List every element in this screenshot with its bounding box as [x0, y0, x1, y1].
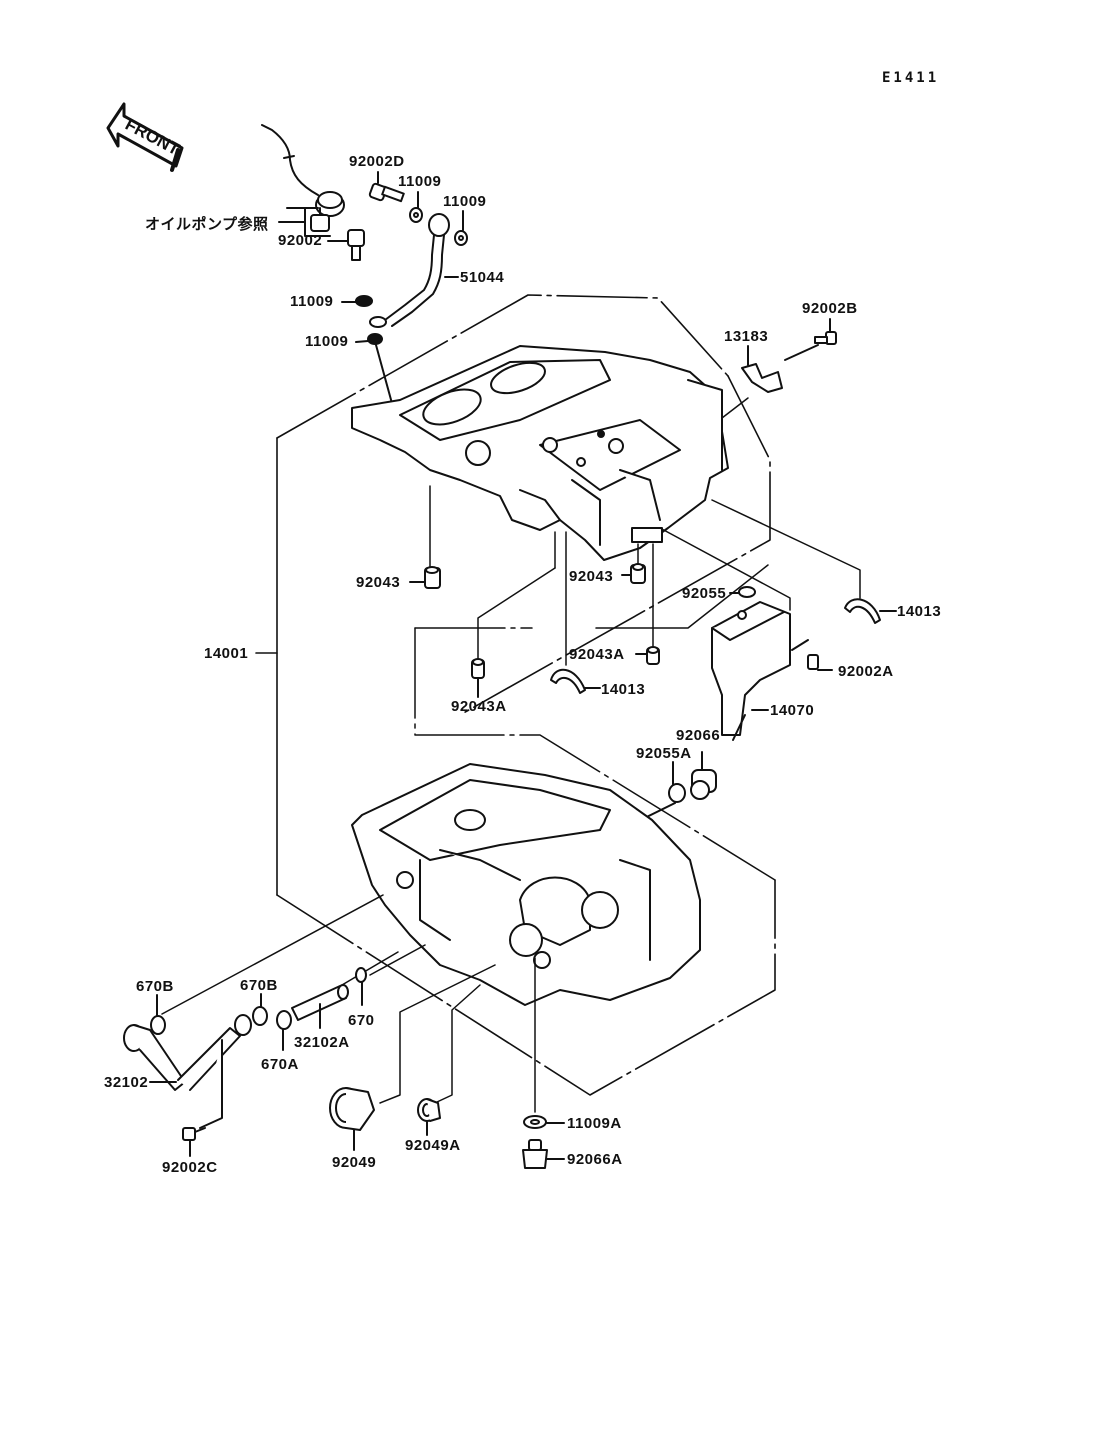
- bolt-92002D: [368, 171, 405, 203]
- part-label[interactable]: 92002B: [802, 300, 858, 317]
- part-label[interactable]: 92043: [356, 574, 401, 591]
- oil-pressure-switch: [261, 124, 345, 237]
- part-label[interactable]: 32102: [104, 1074, 149, 1091]
- diagram-code: E1411: [882, 70, 940, 86]
- part-label[interactable]: 670B: [136, 978, 174, 995]
- part-label[interactable]: 670: [348, 1012, 375, 1029]
- part-label[interactable]: 92066: [676, 727, 721, 744]
- leader-lines-lower: [161, 894, 536, 1113]
- front-arrow-icon: [106, 102, 184, 172]
- part-label[interactable]: 11009: [398, 173, 442, 190]
- part-label[interactable]: 92002A: [838, 663, 894, 680]
- lower-crankcase: [351, 763, 701, 1006]
- washer-11009: [367, 333, 383, 345]
- part-label[interactable]: 92043A: [569, 646, 625, 663]
- oil-hose-51044: [369, 213, 459, 328]
- part-label[interactable]: 92043A: [451, 698, 507, 715]
- part-label[interactable]: 11009: [290, 293, 334, 310]
- part-label[interactable]: 14001: [204, 645, 249, 662]
- part-label[interactable]: 92055: [682, 585, 727, 602]
- bearing-14013: [550, 598, 897, 694]
- oil-strainer-14070: [711, 586, 833, 741]
- part-label[interactable]: 14070: [770, 702, 815, 719]
- bolt-92002: [327, 229, 365, 261]
- drain-plug-92066A: [522, 1115, 565, 1169]
- upper-crankcase: [351, 345, 729, 561]
- part-label[interactable]: 670B: [240, 977, 278, 994]
- dowel-pins: [409, 563, 660, 698]
- part-label[interactable]: 92066A: [567, 1151, 623, 1168]
- part-label[interactable]: 14013: [601, 681, 646, 698]
- part-label[interactable]: 92049A: [405, 1137, 461, 1154]
- shift-lever-32102: [123, 1014, 252, 1157]
- part-label[interactable]: 92055A: [636, 745, 692, 762]
- shaft-32102A: [291, 984, 349, 1029]
- part-label[interactable]: 11009: [305, 333, 349, 350]
- part-label[interactable]: 51044: [460, 269, 505, 286]
- part-label[interactable]: 92002D: [349, 153, 405, 170]
- part-label[interactable]: 32102A: [294, 1034, 350, 1051]
- part-label[interactable]: 92002C: [162, 1159, 218, 1176]
- oil-seals: [329, 1087, 441, 1151]
- part-label[interactable]: 92049: [332, 1154, 377, 1171]
- part-label[interactable]: 11009: [443, 193, 487, 210]
- part-label[interactable]: 14013: [897, 603, 942, 620]
- washer-11009: [409, 191, 468, 246]
- part-label[interactable]: 670A: [261, 1056, 299, 1073]
- reference-note-oil-pump: オイルポンプ参照: [145, 215, 269, 233]
- part-label[interactable]: 11009A: [567, 1115, 622, 1132]
- part-label[interactable]: 92043: [569, 568, 614, 585]
- part-label[interactable]: 92002: [278, 232, 323, 249]
- washer-11009: [355, 295, 373, 307]
- bracket-13183: [741, 318, 837, 393]
- o-rings: [150, 967, 367, 1051]
- leader-lines-upper: [414, 397, 861, 881]
- part-label[interactable]: 13183: [724, 328, 769, 345]
